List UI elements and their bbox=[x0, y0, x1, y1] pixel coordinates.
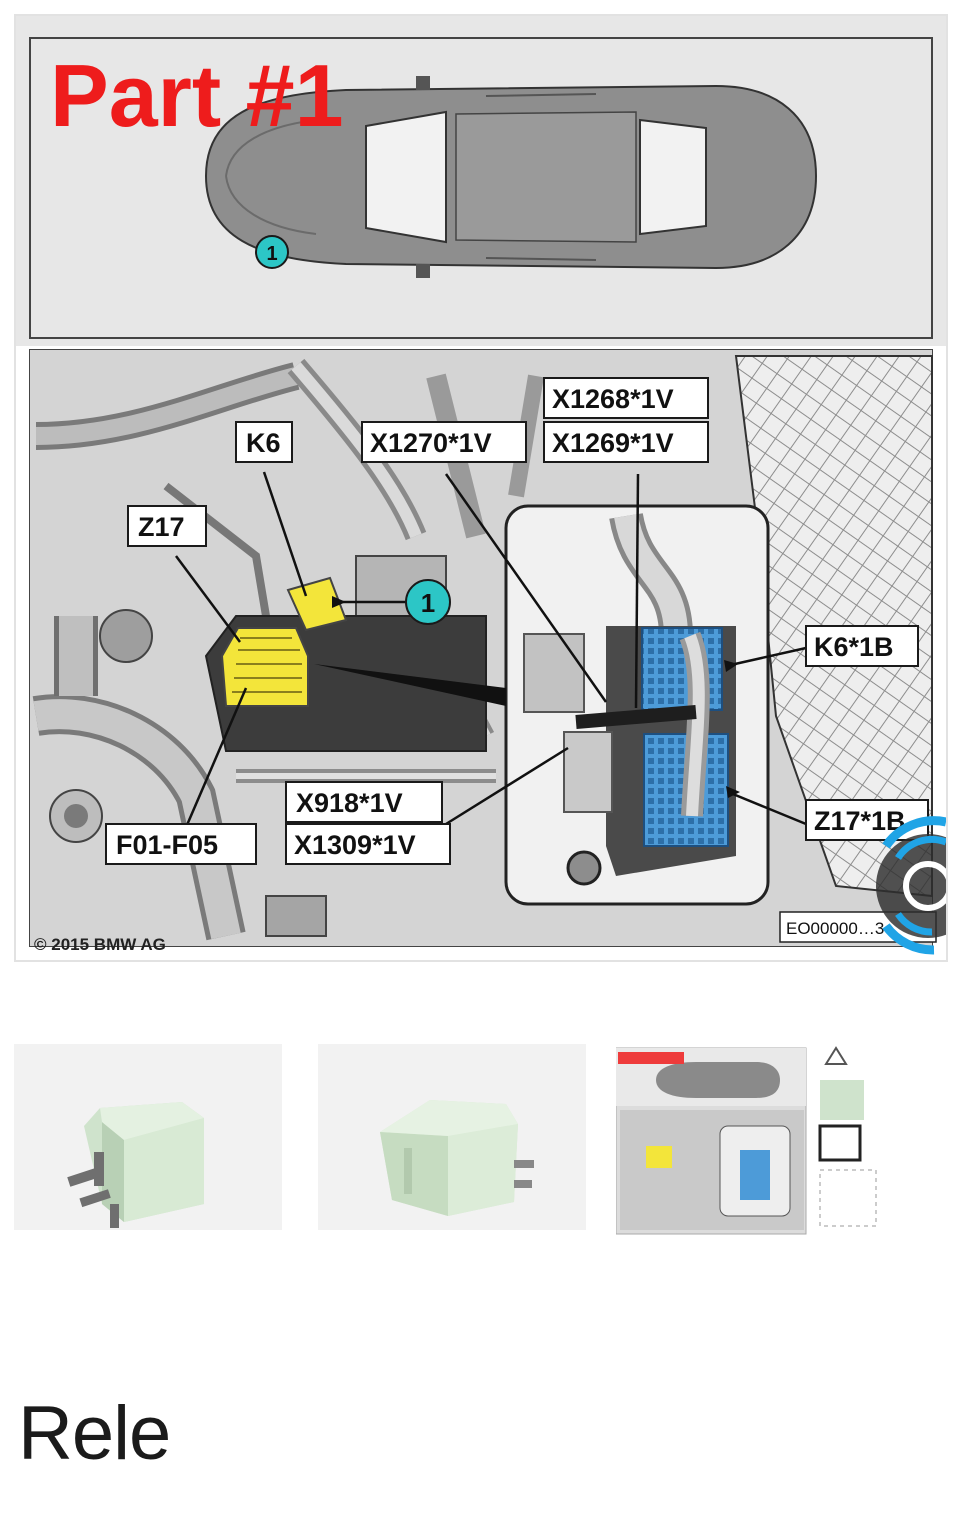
label-x1270: X1270*1V bbox=[361, 421, 527, 463]
svg-text:F01-F05: F01-F05 bbox=[116, 830, 218, 860]
arrow-heads bbox=[332, 596, 740, 798]
svg-text:EO00000…3: EO00000…3 bbox=[786, 919, 884, 938]
label-x1269: X1269*1V bbox=[543, 421, 709, 463]
copyright-text: © 2015 BMW AG bbox=[34, 935, 166, 954]
svg-text:1: 1 bbox=[266, 243, 277, 265]
location-marker-bay: 1 bbox=[405, 579, 451, 625]
label-k6-1b: K6*1B bbox=[805, 625, 919, 667]
result-caption[interactable]: Rele bbox=[18, 1391, 171, 1476]
svg-text:K6: K6 bbox=[246, 428, 281, 458]
relay-image bbox=[67, 1102, 204, 1228]
diagram-title: Part #1 bbox=[50, 46, 344, 145]
svg-text:X918*1V: X918*1V bbox=[296, 788, 403, 818]
svg-text:X1309*1V: X1309*1V bbox=[294, 830, 416, 860]
visual-search-icon[interactable] bbox=[876, 816, 946, 955]
label-f01-f05: F01-F05 bbox=[105, 823, 257, 865]
thumbnail-relay-side[interactable] bbox=[318, 1044, 586, 1230]
label-z17-1b: Z17*1B bbox=[805, 799, 929, 841]
svg-text:K6*1B: K6*1B bbox=[814, 632, 894, 662]
label-z17: Z17 bbox=[127, 505, 207, 547]
thumbnail-diagram-preview[interactable] bbox=[616, 1046, 886, 1236]
leader-lines bbox=[174, 471, 807, 833]
location-marker-car: 1 bbox=[255, 235, 289, 269]
fuse-block-yellow bbox=[220, 576, 348, 707]
car-top-view bbox=[204, 76, 818, 278]
diagram-preview-image bbox=[616, 1046, 877, 1235]
main-diagram-image[interactable]: Part #1 1 bbox=[14, 14, 948, 962]
label-x1309: X1309*1V bbox=[285, 823, 451, 865]
svg-text:Z17: Z17 bbox=[138, 512, 185, 542]
label-x918: X918*1V bbox=[285, 781, 443, 823]
label-k6: K6 bbox=[235, 421, 293, 463]
svg-text:X1270*1V: X1270*1V bbox=[370, 428, 492, 458]
svg-text:1: 1 bbox=[421, 588, 435, 618]
relay-image bbox=[380, 1100, 534, 1216]
svg-text:Z17*1B: Z17*1B bbox=[814, 806, 906, 836]
thumbnail-relay-front[interactable] bbox=[14, 1044, 282, 1230]
svg-text:X1268*1V: X1268*1V bbox=[552, 384, 674, 414]
svg-text:X1269*1V: X1269*1V bbox=[552, 428, 674, 458]
label-x1268: X1268*1V bbox=[543, 377, 709, 419]
